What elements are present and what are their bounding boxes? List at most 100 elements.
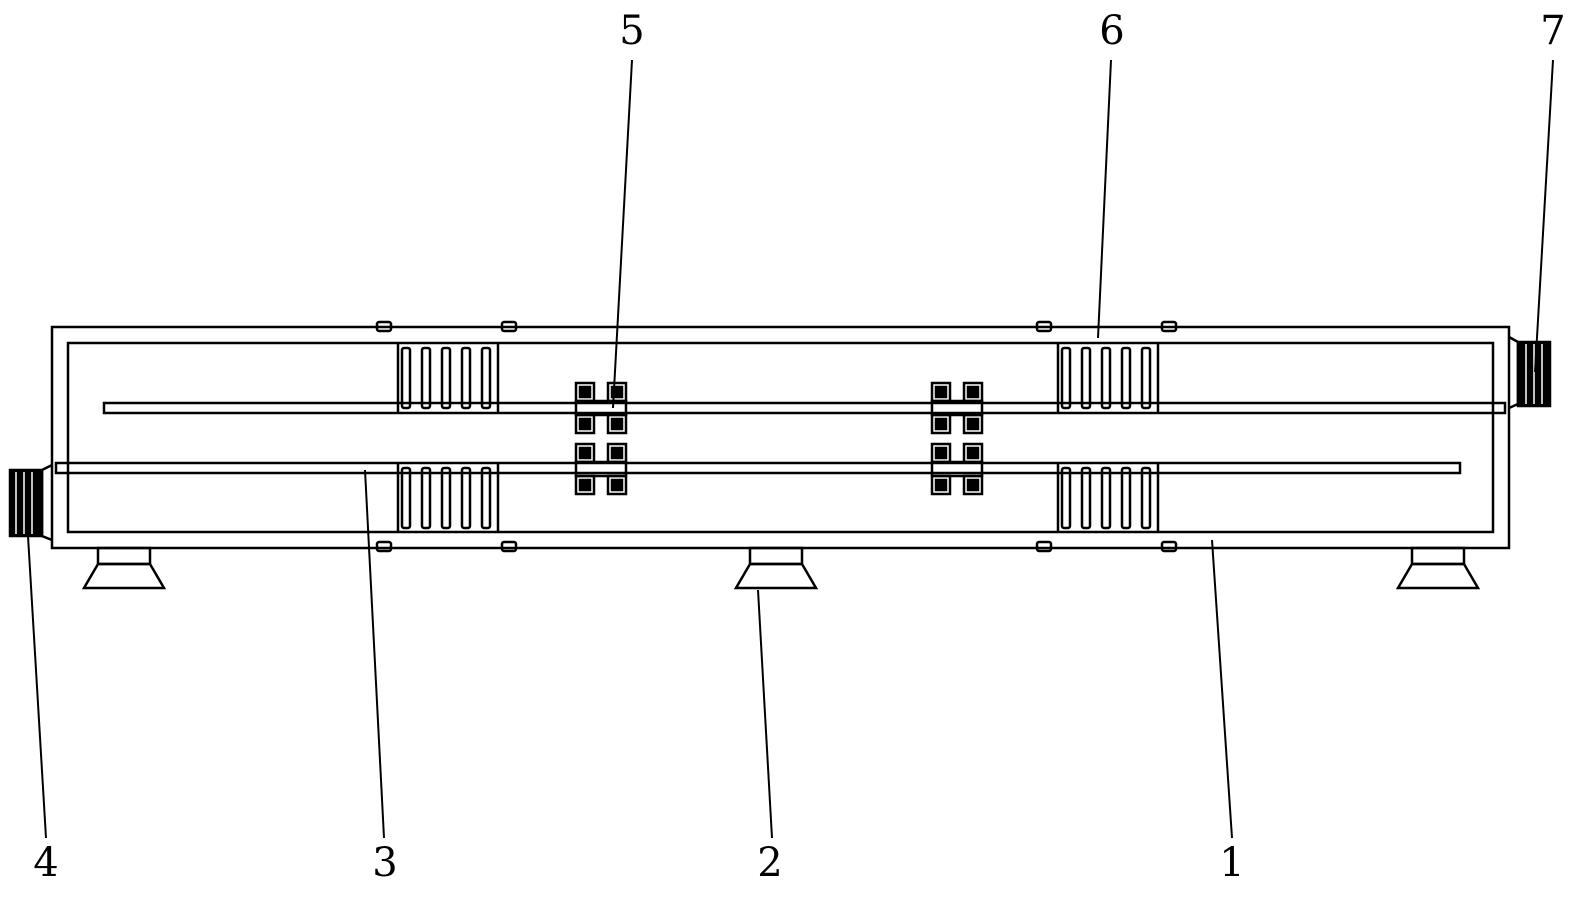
clamp-bolt-head bbox=[966, 478, 980, 492]
bottom-bracket bbox=[1160, 540, 1178, 553]
foot-pad bbox=[733, 562, 819, 590]
foot-stem bbox=[748, 546, 804, 566]
brackets bbox=[375, 320, 1178, 553]
support-foot-2 bbox=[733, 546, 819, 590]
foot-stem bbox=[1410, 546, 1466, 566]
coil-turn bbox=[1120, 346, 1132, 410]
clamp-bolt-head bbox=[934, 417, 948, 431]
lower-rod bbox=[54, 461, 1462, 475]
coil-group-1 bbox=[396, 344, 500, 412]
clamp-bolt bbox=[930, 474, 952, 496]
callout-6: 6 bbox=[1099, 8, 1124, 54]
clamp-bolt-head bbox=[610, 478, 624, 492]
leader-line-4 bbox=[27, 535, 47, 839]
clamp-bolt bbox=[606, 413, 628, 435]
coil-turn bbox=[460, 466, 472, 530]
callout-labels: 4 3 2 1 5 6 7 bbox=[33, 8, 1565, 886]
leader-line-3 bbox=[364, 469, 385, 839]
foot-pad bbox=[81, 562, 167, 590]
leader-line-2 bbox=[757, 589, 773, 839]
clamp-bolt-head bbox=[934, 446, 948, 460]
bottom-bracket bbox=[375, 540, 393, 553]
leader-line-1 bbox=[1211, 539, 1233, 839]
top-bracket bbox=[1035, 320, 1053, 333]
coil-group-3 bbox=[396, 464, 500, 532]
housing bbox=[50, 325, 1511, 550]
clamp-bolt bbox=[962, 474, 984, 496]
bottom-bracket bbox=[1035, 540, 1053, 553]
coil-turn bbox=[1080, 466, 1092, 530]
housing-outer-wall bbox=[50, 325, 1511, 550]
coil-turn bbox=[1100, 346, 1112, 410]
callout-2: 2 bbox=[757, 840, 782, 886]
top-bracket bbox=[500, 320, 518, 333]
clamp-bolt bbox=[606, 474, 628, 496]
coil-turn bbox=[400, 346, 412, 410]
clamp-block-1 bbox=[574, 381, 628, 435]
clamp-bolt-head bbox=[966, 417, 980, 431]
coil-turn bbox=[1080, 346, 1092, 410]
clamp-bolt bbox=[574, 381, 596, 403]
clamp-bolt-head bbox=[934, 478, 948, 492]
clamps bbox=[574, 381, 984, 496]
clamp-bolt bbox=[930, 381, 952, 403]
clamp-block-2 bbox=[930, 381, 984, 435]
clamp-bolt-head bbox=[610, 417, 624, 431]
coil-turn bbox=[480, 466, 492, 530]
coil-turn bbox=[1120, 466, 1132, 530]
clamp-bolt bbox=[574, 442, 596, 464]
coil-turn bbox=[460, 346, 472, 410]
support-feet bbox=[81, 546, 1481, 590]
clamp-body bbox=[574, 399, 628, 417]
clamp-bolt-head bbox=[578, 478, 592, 492]
clamp-block-4 bbox=[930, 442, 984, 496]
clamp-bolt bbox=[930, 442, 952, 464]
callout-5: 5 bbox=[619, 8, 644, 54]
callout-4: 4 bbox=[33, 840, 58, 886]
clamp-bolt-head bbox=[610, 385, 624, 399]
foot-stem bbox=[96, 546, 152, 566]
callout-1: 1 bbox=[1219, 840, 1244, 886]
clamp-bolt-head bbox=[610, 446, 624, 460]
callout-7: 7 bbox=[1540, 8, 1565, 54]
clamp-bolt bbox=[930, 413, 952, 435]
coil-turn bbox=[440, 346, 452, 410]
leader-lines bbox=[27, 59, 1554, 839]
clamp-bolt-head bbox=[578, 417, 592, 431]
leader-line-7 bbox=[1534, 59, 1554, 373]
callout-3: 3 bbox=[372, 840, 397, 886]
leader-line-6 bbox=[1097, 59, 1112, 339]
clamp-bolt bbox=[962, 442, 984, 464]
top-bracket bbox=[1160, 320, 1178, 333]
clamp-bolt bbox=[606, 381, 628, 403]
upper-rod bbox=[102, 401, 1507, 415]
clamp-bolt bbox=[606, 442, 628, 464]
coil-turn bbox=[1140, 466, 1152, 530]
coil-turn bbox=[420, 466, 432, 530]
coil-turn bbox=[1060, 466, 1072, 530]
clamp-body bbox=[930, 460, 984, 478]
clamp-bolt-head bbox=[578, 446, 592, 460]
foot-pad bbox=[1395, 562, 1481, 590]
housing-inner-wall bbox=[66, 341, 1495, 534]
clamp-body bbox=[930, 399, 984, 417]
coil-turn bbox=[400, 466, 412, 530]
clamp-bolt bbox=[574, 474, 596, 496]
coil-turn bbox=[1140, 346, 1152, 410]
clamp-bolt bbox=[962, 413, 984, 435]
clamp-bolt bbox=[962, 381, 984, 403]
clamp-bolt-head bbox=[966, 446, 980, 460]
coil-turn bbox=[420, 346, 432, 410]
support-foot-3 bbox=[1395, 546, 1481, 590]
coils bbox=[396, 344, 1160, 532]
clamp-bolt-head bbox=[578, 385, 592, 399]
clamp-bolt-head bbox=[934, 385, 948, 399]
support-foot-1 bbox=[81, 546, 167, 590]
coil-turn bbox=[480, 346, 492, 410]
clamp-block-3 bbox=[574, 442, 628, 496]
top-bracket bbox=[375, 320, 393, 333]
bottom-bracket bbox=[500, 540, 518, 553]
clamp-body bbox=[574, 460, 628, 478]
coil-turn bbox=[1060, 346, 1072, 410]
